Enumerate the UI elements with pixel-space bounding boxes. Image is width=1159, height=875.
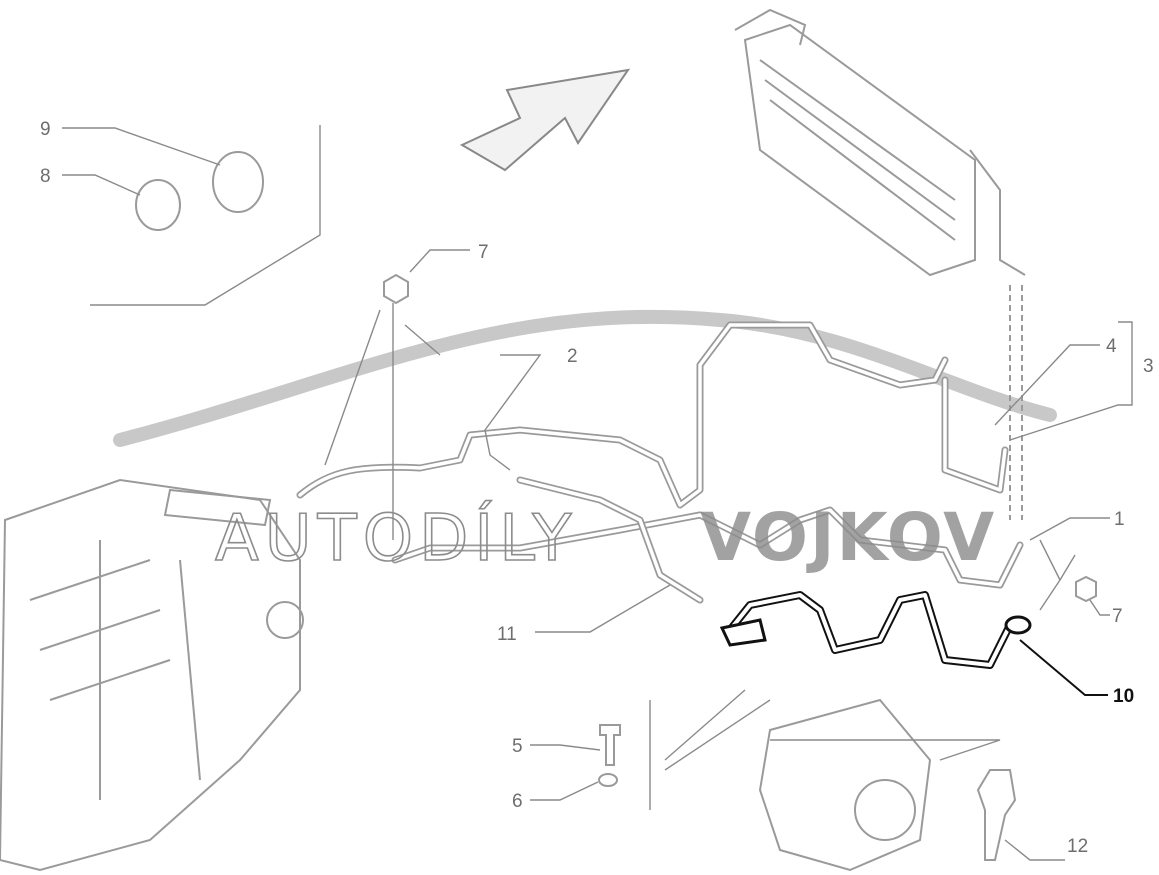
leader-9: [62, 127, 221, 166]
nut-7-top: [383, 273, 409, 305]
callout-6: 6: [512, 791, 523, 812]
callout-2: 2: [567, 346, 578, 367]
leader-3: [1009, 321, 1133, 441]
leader-12: [1004, 839, 1065, 861]
leader-7-lines: [324, 303, 441, 540]
seal-ring-9: [212, 151, 264, 213]
callout-11: 11: [497, 624, 517, 645]
leader-7-right: [1039, 539, 1110, 616]
nut-7-right: [1075, 575, 1097, 603]
callout-3: 3: [1143, 356, 1154, 377]
leader-2: [484, 354, 542, 471]
leader-10: [1019, 639, 1108, 696]
leader-11: [535, 584, 671, 633]
callout-7-top: 7: [478, 242, 489, 263]
leader-7-top: [409, 249, 470, 273]
callout-12: 12: [1067, 836, 1088, 857]
washer-6: [598, 773, 618, 787]
bolt-5: [599, 724, 621, 766]
callout-7-right: 7: [1112, 606, 1123, 627]
hvac-unit: [0, 478, 304, 872]
bracket-12: [976, 769, 1017, 861]
callout-1: 1: [1114, 509, 1125, 530]
pipe-network: [296, 321, 1024, 604]
highlighted-hose-10: [719, 591, 1032, 669]
leader-6: [530, 781, 599, 801]
seals-box-outline: [90, 125, 321, 306]
direction-arrow-icon: [459, 68, 631, 172]
callout-5: 5: [512, 736, 523, 757]
seal-ring-8: [135, 179, 181, 231]
compressor: [649, 689, 1001, 872]
callout-10: 10: [1113, 686, 1134, 707]
condenser: [734, 8, 1026, 520]
callout-4: 4: [1106, 336, 1117, 357]
leader-4: [994, 344, 1100, 426]
leader-8: [62, 174, 141, 196]
watermark-light: AUTODÍLY: [215, 500, 578, 576]
callout-9: 9: [40, 119, 51, 140]
leader-1: [1029, 517, 1110, 541]
callout-8: 8: [40, 166, 51, 187]
watermark-bold: VOJKOV: [700, 499, 996, 576]
leader-5: [530, 744, 601, 751]
watermark-swoosh: [113, 309, 1057, 447]
